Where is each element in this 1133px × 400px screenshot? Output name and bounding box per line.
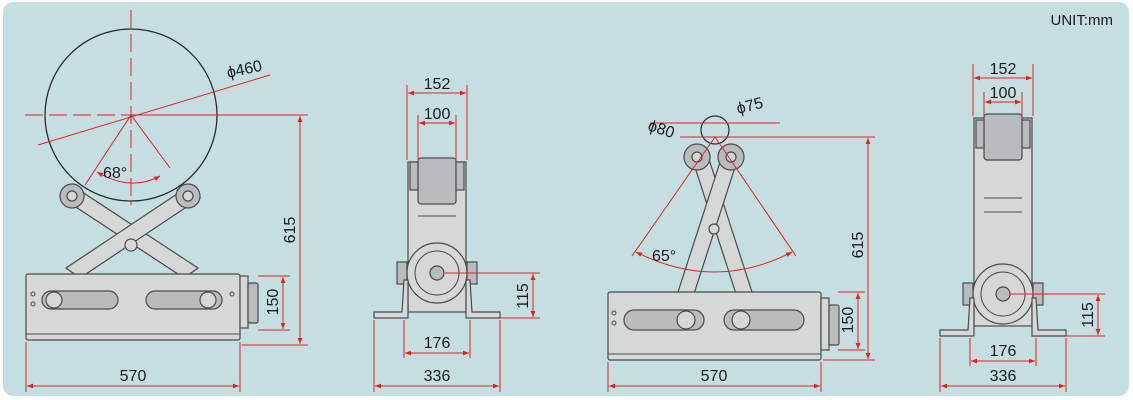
v3-angle-label: 65° xyxy=(652,248,676,265)
roller-diameter-label: ϕ80 xyxy=(646,118,677,142)
v3-slot-left-roller xyxy=(676,310,696,330)
small-pipe xyxy=(700,115,730,145)
v4-height-label: 115 xyxy=(1080,302,1097,328)
side-height-label: 150 xyxy=(265,289,282,316)
v4-knob-left xyxy=(962,282,974,306)
foot-right xyxy=(465,279,501,319)
v3-height-label: 615 xyxy=(850,232,867,259)
v3-angle-line-right xyxy=(714,136,797,257)
v3-bolt-hole-1 xyxy=(611,310,617,316)
height-label: 615 xyxy=(282,217,299,244)
foot-left xyxy=(373,279,409,319)
v3-slot-right-roller xyxy=(731,310,751,330)
v3-angle-line-left xyxy=(631,136,716,257)
bolt-hole-left-2 xyxy=(30,301,36,307)
top-roller-cap-right xyxy=(455,161,465,191)
angle-line-right xyxy=(130,114,171,169)
v4-cap-right xyxy=(1021,119,1031,149)
handwheel-left-knob xyxy=(396,261,408,285)
handwheel-edge xyxy=(239,275,249,329)
v4-cap-left xyxy=(975,119,985,149)
roller-right-hub xyxy=(182,190,194,202)
view-front-pipe: ϕ460 68° 615 xyxy=(25,10,308,392)
v4-handwheel-hub xyxy=(995,286,1011,302)
top-roller-cap-left xyxy=(409,161,419,191)
bolt-hole-left xyxy=(30,291,36,297)
angle-arc xyxy=(96,171,161,184)
view-side-2: 152 100 115 176 336 xyxy=(939,61,1105,392)
v3-angle-arc xyxy=(635,251,793,273)
v4-base-outer-label: 336 xyxy=(990,368,1017,385)
v3-roller-right-hub xyxy=(725,151,737,163)
v3-pivot xyxy=(708,223,720,235)
v4-top-inner-label: 100 xyxy=(990,85,1017,102)
slot-right-roller xyxy=(199,291,217,309)
view-side-1: 152 100 115 176 336 xyxy=(373,76,540,392)
handwheel-hub xyxy=(429,265,445,281)
v4-top-roller xyxy=(983,113,1023,161)
small-diameter-label: ϕ75 xyxy=(735,95,765,118)
bolt-hole-right xyxy=(229,291,235,297)
scissor-pivot xyxy=(124,238,138,252)
top-roller xyxy=(417,157,457,205)
v3-width-label: 570 xyxy=(701,368,728,385)
v2-top-outer-label: 152 xyxy=(424,76,451,93)
v3-side-height-label: 150 xyxy=(840,307,857,334)
v2-top-inner-label: 100 xyxy=(424,106,451,123)
unit-label: UNIT:mm xyxy=(1051,12,1114,29)
slot-left-roller xyxy=(45,291,63,309)
angle-line-left xyxy=(84,114,132,186)
angle-label: 68° xyxy=(103,165,127,182)
v3-bolt-hole-2 xyxy=(611,320,617,326)
roller-left-hub xyxy=(66,190,78,202)
width-label: 570 xyxy=(120,368,147,385)
v4-top-outer-label: 152 xyxy=(990,61,1017,78)
v2-height-label: 115 xyxy=(515,283,532,309)
v2-base-outer-label: 336 xyxy=(424,368,451,385)
view-front-small-pipe: ϕ80 ϕ75 65° 615 150 xyxy=(607,95,875,392)
v2-base-inner-label: 176 xyxy=(424,335,451,352)
v4-foot-left xyxy=(939,297,975,337)
pipe-diameter-line xyxy=(37,74,271,146)
v4-base-inner-label: 176 xyxy=(990,343,1017,360)
v4-foot-right xyxy=(1031,297,1067,337)
v3-handwheel-knob xyxy=(828,304,840,346)
v3-handwheel-edge xyxy=(820,297,830,351)
handwheel-knob xyxy=(247,282,259,324)
